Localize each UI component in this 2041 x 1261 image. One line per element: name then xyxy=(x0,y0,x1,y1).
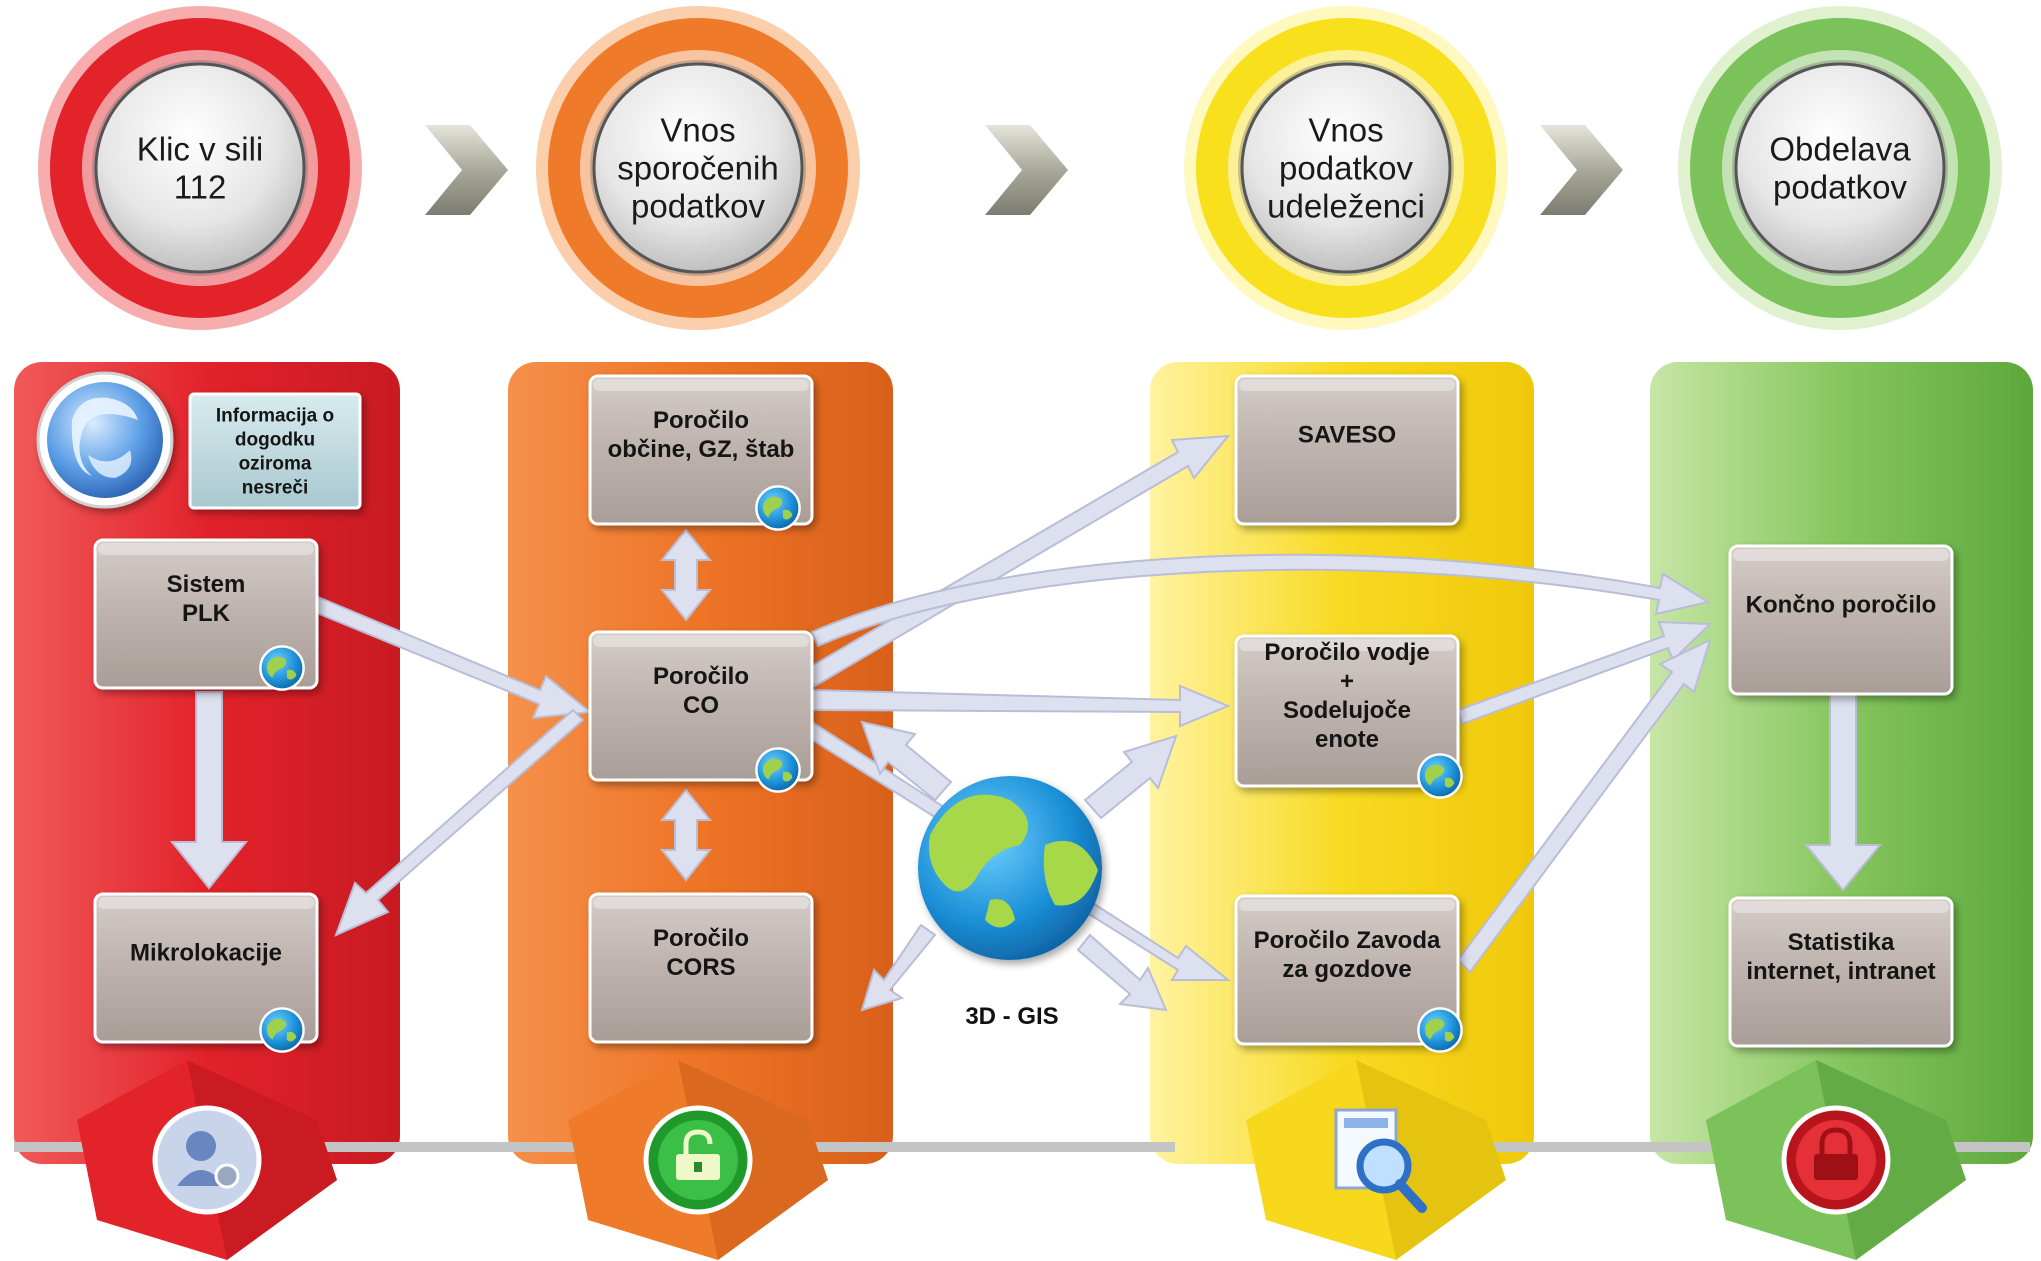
gis-label: 3D - GIS xyxy=(965,1003,1058,1030)
chevron-icon xyxy=(1540,125,1623,215)
globe-icon xyxy=(259,645,305,691)
node-label: internet, intranet xyxy=(1746,958,1935,985)
stage-label: podatkov xyxy=(1773,169,1907,206)
gis-arrow-ne xyxy=(1083,734,1178,820)
chevron-icon xyxy=(425,125,508,215)
stage-label: udeleženci xyxy=(1267,188,1425,225)
gis-arrow-nw xyxy=(860,720,953,802)
arrow-vodje-koncno xyxy=(1456,620,1713,726)
badge xyxy=(1246,1060,1506,1260)
node-mikrolokacije: Mikrolokacije xyxy=(93,892,319,1053)
connector-arrows xyxy=(169,434,1883,981)
node-label: Sistem xyxy=(167,571,246,598)
arrow-co-zavoda xyxy=(804,720,1231,981)
arrow-co-saveso xyxy=(803,434,1231,688)
info-label: dogodku xyxy=(235,430,315,451)
arrow-co-koncno xyxy=(810,553,1711,648)
stage-label: Vnos xyxy=(1308,112,1383,149)
info-box: Informacija o dogodku oziroma nesreči xyxy=(188,392,362,510)
node-label: Statistika xyxy=(1788,929,1895,956)
phone-icon xyxy=(36,371,174,509)
gis-arrow-sw xyxy=(860,923,937,1012)
globe-continent xyxy=(985,899,1015,928)
node-label: Mikrolokacije xyxy=(130,939,282,966)
unlock-icon xyxy=(643,1105,753,1215)
node-label: Poročilo xyxy=(653,407,749,434)
arrow-co-mikro xyxy=(334,708,585,937)
node-label: Poročilo Zavoda xyxy=(1254,927,1441,954)
globe-continent xyxy=(1043,840,1098,906)
arrow-plk-to-co xyxy=(310,595,593,720)
node-label: za gozdove xyxy=(1282,956,1411,983)
lock-icon xyxy=(1781,1105,1891,1215)
node-saveso: SAVESO xyxy=(1234,374,1460,526)
node-label: CORS xyxy=(666,954,735,981)
node-label: Poročilo xyxy=(653,663,749,690)
document-search-icon xyxy=(1334,1108,1427,1213)
node-label: enote xyxy=(1315,726,1379,753)
node-label: CO xyxy=(683,692,719,719)
stage-label: Obdelava xyxy=(1769,131,1911,168)
stage-label: sporočenih xyxy=(617,150,778,187)
stage-label: Vnos xyxy=(660,112,735,149)
node-label: Poročilo xyxy=(653,925,749,952)
stage-label: podatkov xyxy=(631,188,765,225)
arrow-co-cors xyxy=(659,788,713,882)
node-label: Končno poročilo xyxy=(1746,591,1937,618)
gis-arrow-se xyxy=(1076,933,1168,1012)
arrow-obcine-co xyxy=(659,528,713,622)
node-label: PLK xyxy=(182,600,231,627)
chevron-arrows xyxy=(425,125,1623,215)
globe-icon xyxy=(1417,1007,1463,1053)
gis-hub: 3D - GIS xyxy=(860,720,1178,1030)
badge xyxy=(77,1060,337,1260)
node-label: Poročilo vodje xyxy=(1264,639,1429,666)
node-label: Sodelujoče xyxy=(1283,697,1411,724)
arrow-co-vodje xyxy=(811,684,1231,728)
globe-icon xyxy=(755,747,801,793)
badge xyxy=(1706,1060,1966,1260)
globe-continent xyxy=(929,794,1028,892)
info-label: Informacija o xyxy=(216,406,334,427)
stage-label: Klic v sili xyxy=(137,131,264,168)
node-label: SAVESO xyxy=(1298,421,1396,448)
chevron-icon xyxy=(985,125,1068,215)
arrow-zavoda-koncno xyxy=(1456,638,1712,974)
node-label: občine, GZ, štab xyxy=(608,436,795,463)
badge xyxy=(568,1060,828,1260)
globe-icon xyxy=(755,485,801,531)
info-label: nesreči xyxy=(242,478,309,499)
node-koncno: Končno poročilo xyxy=(1728,544,1954,696)
globe-icon xyxy=(1417,753,1463,799)
node-label: + xyxy=(1340,668,1354,695)
stage-label: podatkov xyxy=(1279,150,1413,187)
info-label: oziroma xyxy=(239,454,312,475)
user-gear-icon xyxy=(152,1105,262,1215)
globe-icon xyxy=(259,1007,305,1053)
arrow-koncno-statistika xyxy=(1803,691,1883,892)
arrow-plk-to-mikro xyxy=(169,691,249,890)
stage-label: 112 xyxy=(174,169,227,206)
